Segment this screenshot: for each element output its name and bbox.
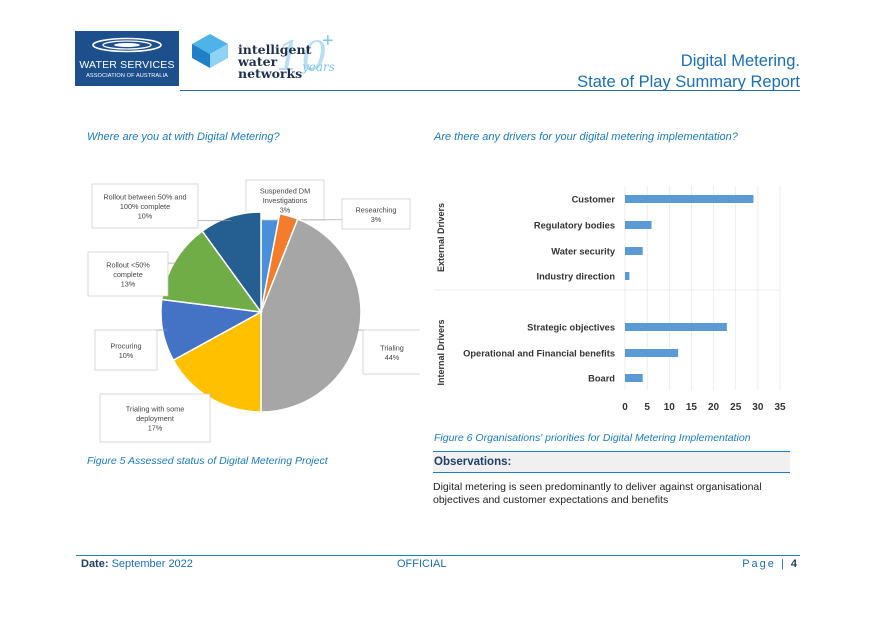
status-pie-chart: Suspended DMInvestigations3%Researching3… [87,179,420,443]
pie-slice-percent: 3% [371,215,382,224]
bar-tick-label: 0 [622,402,628,413]
iwn-line3: networks [238,66,303,81]
bar [625,195,754,203]
observations-text: Digital metering is seen predominantly t… [433,481,762,506]
bar-category-label: Board [588,374,615,384]
bar-group-label: Internal Drivers [436,319,446,385]
pie-slice-label: Researching [356,205,397,214]
footer-page-label: Page | [742,558,786,570]
footer-date-value: September 2022 [111,558,193,570]
bar-tick-label: 25 [730,402,742,413]
pie-slice-label: Rollout <50% [106,261,150,270]
pie-slice-label: Rollout between 50% and [103,193,186,202]
iwn-line1: intelligent [238,42,312,57]
pie-slice-label: 100% complete [120,202,170,211]
pie-label-box [91,183,199,229]
bar-tick-label: 15 [686,402,698,413]
figure-6-caption: Figure 6 Organisations' priorities for D… [434,432,751,444]
pie-slice-label: Procuring [110,341,141,350]
pie-slice-label: deployment [136,414,174,423]
bar-tick-label: 5 [644,402,650,413]
pie-slice-label: Trialing with some [126,405,185,414]
pie-slice [160,230,263,313]
pie-slice-percent: 44% [385,353,400,362]
wsaa-subtitle: ASSOCIATION OF AUSTRALIA [86,73,168,79]
bar-tick-label: 10 [664,402,676,413]
iwn-wordmark: intelligent water networks [238,42,312,81]
bar-tick-label: 30 [752,402,764,413]
footer-classification: OFFICIAL [397,558,447,570]
pie-slice-label: Suspended DM [260,187,310,196]
footer-date: Date: September 2022 [81,558,193,570]
pie-slice-percent: 3% [280,206,291,215]
pie-slice-label: complete [113,270,143,279]
footer-date-label: Date: [81,558,109,570]
pie-slice-percent: 10% [119,351,134,360]
iwn-forty-watermark: 10 [276,34,327,80]
bar-group-label: External Drivers [436,203,446,272]
bar [625,374,643,382]
pie-label-box [362,329,420,375]
pie-slice-percent: 13% [121,280,136,289]
report-title: Digital Metering. State of Play Summary … [577,51,800,93]
pie-slice-label: Trialing [380,343,404,352]
bar-category-label: Operational and Financial benefits [463,349,615,359]
iwn-line2: water [238,54,278,69]
bar [625,221,652,229]
pie-slice-percent: 17% [148,424,163,433]
pie-label-box [99,393,211,443]
bar-tick-label: 20 [708,402,720,413]
iwn-years: years [302,60,335,74]
water-swoosh-icon [92,37,162,53]
bar [625,272,630,280]
footer-page: Page | 4 [742,558,797,570]
right-question: Are there any drivers for your digital m… [434,131,738,143]
pie-label-box [341,198,411,230]
bar [625,349,679,357]
bar [625,247,643,255]
header-rule [180,90,800,91]
pie-label-box [94,329,158,371]
bar [625,323,727,331]
wsaa-logo: WATER SERVICES ASSOCIATION OF AUSTRALIA [75,31,179,86]
bar-category-label: Regulatory bodies [534,221,615,231]
iwn-cube-icon [192,34,228,68]
bar-category-label: Strategic objectives [527,323,615,333]
pie-slice [260,218,362,413]
bar-category-label: Water security [551,247,616,257]
pie-label-box [87,251,169,297]
bar-category-label: Customer [572,195,616,205]
pie-slice [201,211,262,315]
pie-slice-percent: 10% [138,212,153,221]
bar-tick-label: 35 [774,402,786,413]
report-title-line1: Digital Metering. [680,52,800,70]
figure-5-caption: Figure 5 Assessed status of Digital Mete… [87,455,328,467]
bar-category-label: Industry direction [536,272,615,282]
left-question: Where are you at with Digital Metering? [87,131,280,143]
report-title-line2: State of Play Summary Report [577,73,800,91]
iwn-plus: + [322,30,334,52]
observations-heading: Observations: [433,451,790,473]
wsaa-name: WATER SERVICES [79,59,175,71]
footer-rule [76,555,800,556]
pie-slice-label: Investigations [263,196,308,205]
footer-page-number: 4 [790,558,797,570]
